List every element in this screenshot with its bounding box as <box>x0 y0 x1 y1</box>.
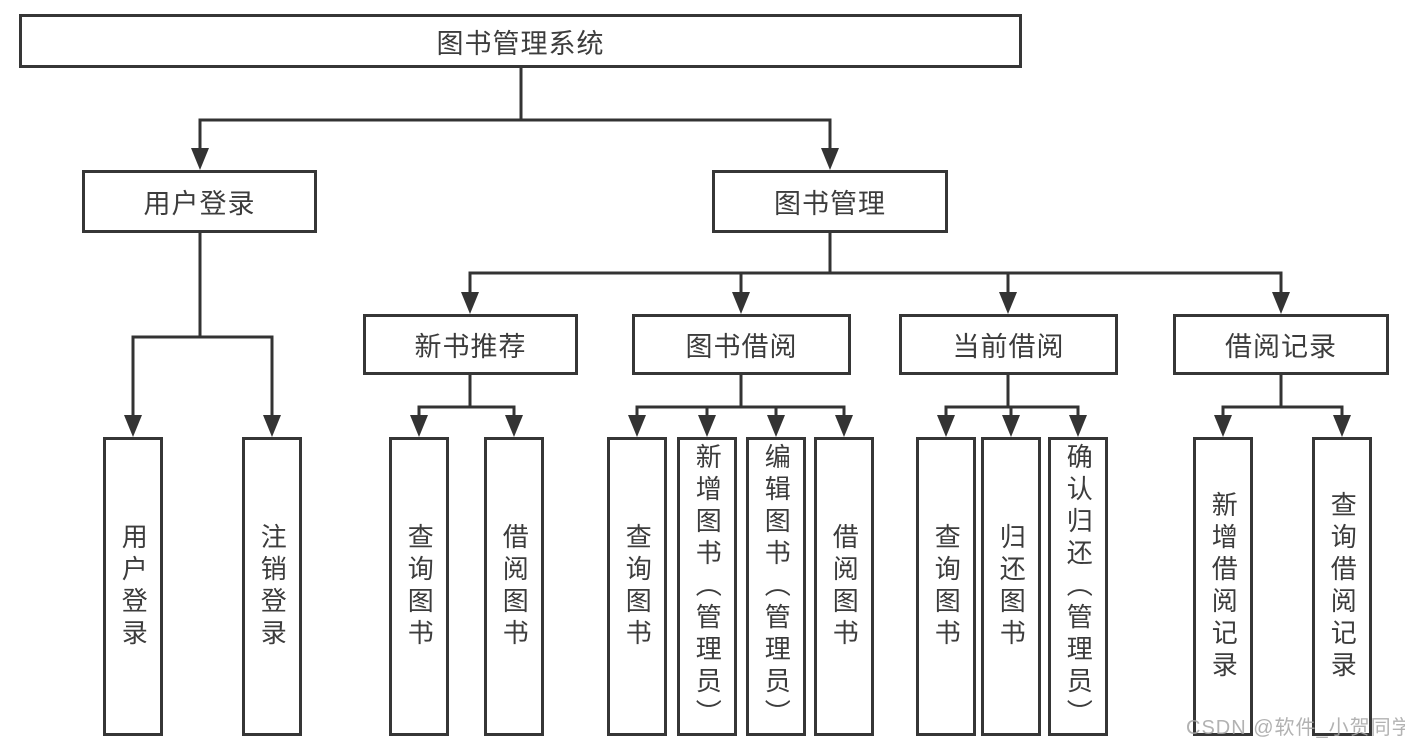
node-label: 用户登录 <box>143 189 256 219</box>
node-label: 图书借阅 <box>685 332 798 362</box>
arrowhead-icon <box>821 148 839 170</box>
node-book-management: 图书管理 <box>712 170 948 233</box>
node-label: 图书管理 <box>774 189 886 219</box>
node-current-borrow: 当前借阅 <box>899 314 1118 375</box>
edge-book-borrow-children <box>628 375 853 437</box>
node-label: 当前借阅 <box>952 332 1065 362</box>
arrowhead-icon <box>263 415 281 437</box>
arrowhead-icon <box>628 415 646 437</box>
leaf-label: 注销登录 <box>257 522 288 651</box>
leaf-query-borrow-record: 查询借阅记录 <box>1312 437 1372 736</box>
leaf-logout: 注销登录 <box>242 437 302 736</box>
node-label: 借阅记录 <box>1225 332 1337 362</box>
leaf-add-books-admin: 新增图书（管理员） <box>677 437 737 736</box>
leaf-label: 借阅图书 <box>499 522 530 651</box>
leaf-query-books-recommend: 查询图书 <box>389 437 449 736</box>
edge-root-to-level2 <box>191 68 839 170</box>
arrowhead-icon <box>505 415 523 437</box>
node-borrow-records: 借阅记录 <box>1173 314 1389 375</box>
leaf-edit-books-admin: 编辑图书（管理员） <box>746 437 806 736</box>
leaf-label: 归还图书 <box>996 522 1027 651</box>
leaf-label: 确认归还（管理员） <box>1063 442 1094 731</box>
edge-user-login-children <box>124 233 281 437</box>
csdn-watermark: CSDN @软件_小贺同学 <box>1186 717 1405 739</box>
edge-borrow-records-children <box>1214 375 1351 437</box>
leaf-label: 借阅图书 <box>829 522 860 651</box>
node-book-borrow: 图书借阅 <box>632 314 851 375</box>
leaf-label: 用户登录 <box>118 522 149 651</box>
leaf-borrow-books: 借阅图书 <box>814 437 874 736</box>
leaf-confirm-return-admin: 确认归还（管理员） <box>1048 437 1108 736</box>
edge-current-borrow-children <box>937 375 1087 437</box>
leaf-label: 查询图书 <box>931 522 962 651</box>
leaf-label: 新增借阅记录 <box>1208 490 1239 683</box>
node-label: 新书推荐 <box>414 332 527 362</box>
arrowhead-icon <box>835 415 853 437</box>
leaf-return-books: 归还图书 <box>981 437 1041 736</box>
arrowhead-icon <box>999 292 1017 314</box>
arrowhead-icon <box>937 415 955 437</box>
arrowhead-icon <box>461 292 479 314</box>
arrowhead-icon <box>1333 415 1351 437</box>
leaf-label: 编辑图书（管理员） <box>761 442 792 731</box>
arrowhead-icon <box>191 148 209 170</box>
leaf-user-login: 用户登录 <box>103 437 163 736</box>
leaf-label: 查询图书 <box>404 522 435 651</box>
arrowhead-icon <box>767 415 785 437</box>
node-root: 图书管理系统 <box>19 14 1022 68</box>
arrowhead-icon <box>698 415 716 437</box>
arrowhead-icon <box>1002 415 1020 437</box>
leaf-query-books-current: 查询图书 <box>916 437 976 736</box>
leaf-label: 查询借阅记录 <box>1327 490 1358 683</box>
arrowhead-icon <box>1272 292 1290 314</box>
edge-new-books-children <box>410 375 523 437</box>
leaf-query-books-borrow: 查询图书 <box>607 437 667 736</box>
node-user-login: 用户登录 <box>82 170 317 233</box>
arrowhead-icon <box>124 415 142 437</box>
leaf-borrow-books-recommend: 借阅图书 <box>484 437 544 736</box>
edge-book-mgmt-children <box>461 233 1290 314</box>
arrowhead-icon <box>732 292 750 314</box>
arrowhead-icon <box>410 415 428 437</box>
leaf-label: 查询图书 <box>622 522 653 651</box>
leaf-add-borrow-record: 新增借阅记录 <box>1193 437 1253 736</box>
node-new-book-recommend: 新书推荐 <box>363 314 578 375</box>
arrowhead-icon <box>1069 415 1087 437</box>
arrowhead-icon <box>1214 415 1232 437</box>
node-root-label: 图书管理系统 <box>436 28 605 59</box>
leaf-label: 新增图书（管理员） <box>692 442 723 731</box>
